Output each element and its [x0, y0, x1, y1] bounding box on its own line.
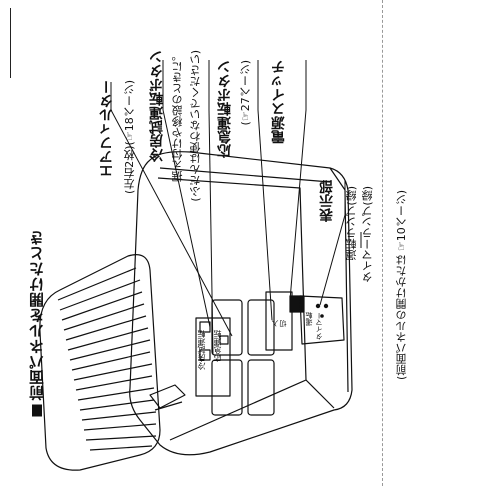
device-button2-label: 応急運転: [213, 330, 222, 362]
label-timer-lamp: タイマーランプ(緑): [361, 186, 374, 283]
page-heading: 前面パネルを開けたとき: [28, 230, 46, 417]
heading-text: 前面パネルを開けたとき: [28, 230, 46, 401]
label-air-filter: エアフィルター: [99, 80, 115, 178]
heading-square-icon: [32, 404, 42, 417]
label-run-lamp: 運転ランプ(緑): [345, 186, 358, 261]
footnote: (前面パネルの開けかたは ☞10ページ): [395, 190, 408, 380]
device-button1-label: 冷房試運転: [197, 330, 206, 370]
device-switch-off: 切: [279, 320, 287, 327]
device-switch-on: 入: [271, 320, 279, 327]
label-cooling-test-note1: 据え付けや移設のときに。: [171, 50, 184, 182]
device-run-label: 運転: [305, 312, 313, 326]
device-timer-label: タイマー: [315, 312, 323, 340]
label-emergency-note: (☞27ページ): [239, 60, 252, 126]
label-power-switch: 電源スイッチ: [271, 60, 287, 144]
label-emergency-button: 応急運転ボタン: [217, 60, 233, 158]
label-cooling-test-note2: (ふだんは使わないでください): [189, 50, 202, 202]
label-display: 表示部: [319, 180, 335, 222]
divider-dashed: [382, 0, 383, 486]
margin-mark: [10, 8, 11, 78]
label-cooling-test-button: 冷房試運転ボタン: [149, 50, 165, 162]
label-air-filter-note: (左右2枚)(☞18ページ): [123, 80, 136, 195]
